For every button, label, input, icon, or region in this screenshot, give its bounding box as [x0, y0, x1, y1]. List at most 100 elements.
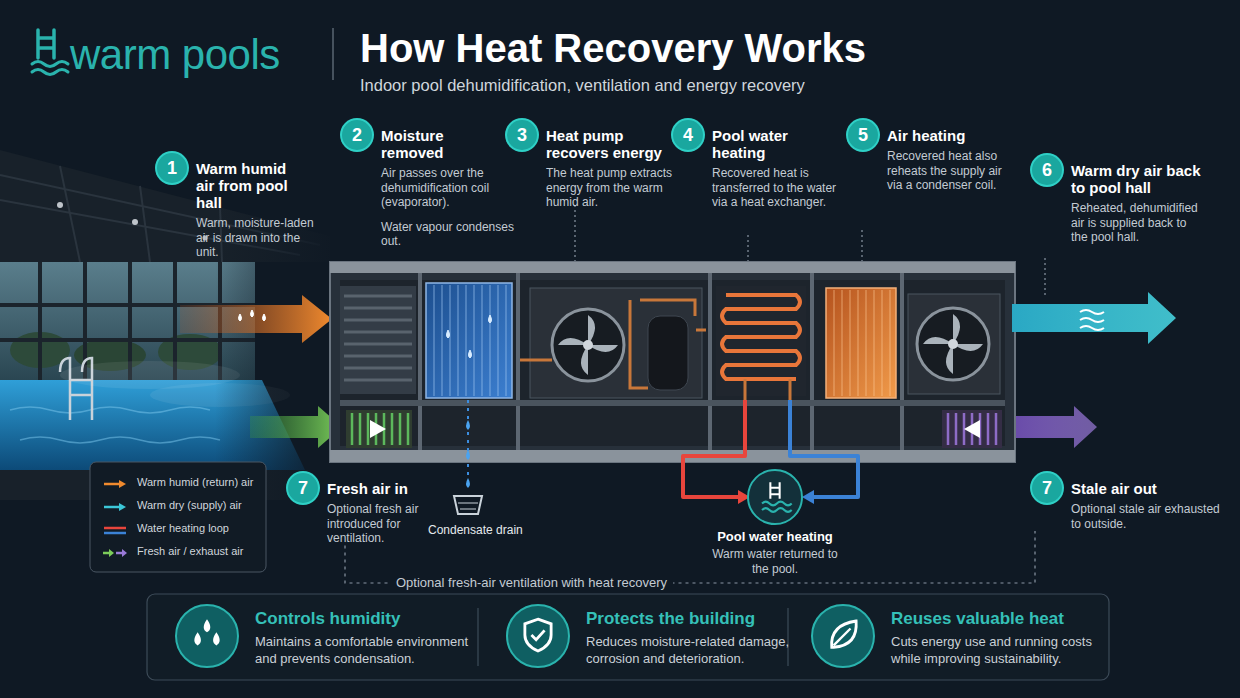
dehumidifier-unit: [340, 400, 1005, 406]
legend-line: [119, 480, 126, 488]
condensate-drip: [454, 496, 482, 514]
callout-number-text: 1: [157, 153, 187, 183]
condensate-drip: [467, 400, 469, 488]
evaporator-coil: [426, 283, 512, 398]
exhaust-grille: [948, 413, 996, 445]
title: How Heat Recovery Works: [360, 24, 866, 72]
legend-line: [104, 527, 126, 530]
callout-number-text: 6: [1032, 155, 1062, 185]
dehumidifier-unit: [330, 262, 1015, 273]
callout-number: 2: [342, 120, 372, 150]
legend-sample: [102, 476, 128, 488]
legend-text: Warm dry (supply) air: [137, 497, 242, 513]
pool-icon: [762, 502, 792, 512]
exhaust-air-arrow: [1016, 406, 1097, 448]
benefit-icon: [506, 604, 570, 668]
supply-fan: [908, 294, 1000, 394]
pool-heading: Pool water heating: [700, 529, 850, 545]
dehumidifier-unit: [330, 450, 1015, 462]
callout-body: Recovered heat is transferred to the wat…: [712, 166, 842, 210]
fresh-air-arrow: [250, 406, 342, 448]
heat-pump: [558, 315, 618, 375]
callout-number: 7: [288, 473, 318, 503]
heat-pump: [552, 309, 624, 381]
water-loop: [683, 400, 745, 497]
pool-circle: [747, 469, 803, 525]
subtitle: Indoor pool dehumidification, ventilatio…: [360, 74, 805, 96]
exhaust-grille: [942, 410, 1002, 448]
callout-heading: Stale air out: [1071, 480, 1211, 497]
callout: 7Stale air outOptional stale air exhaust…: [1032, 480, 1221, 531]
callout-number-text: 2: [342, 120, 372, 150]
dehumidifier-unit: [330, 262, 1015, 462]
legend-sample: [102, 522, 128, 534]
legend-text: Water heating loop: [137, 520, 229, 536]
evaporator-coil: [426, 283, 512, 398]
callout-heading: Heat pump recovers energy: [546, 127, 671, 161]
callout-number: 1: [157, 153, 187, 183]
benefit-item: Protects the buildingReduces moisture-re…: [506, 604, 801, 667]
benefit-heading: Reuses valuable heat: [891, 608, 1109, 630]
title-divider: [332, 28, 334, 80]
legend-line: [104, 506, 120, 509]
leader-lines: [1044, 258, 1045, 296]
legend-line: [122, 549, 127, 557]
fresh-air-grille: [346, 410, 412, 448]
callout-number-text: 5: [848, 120, 878, 150]
return-air-arrow: [180, 295, 332, 343]
supply-fan: [917, 308, 989, 380]
callout-heading: Warm humid air from pool hall: [196, 160, 296, 211]
benefit-symbol: [834, 629, 851, 646]
fresh-air-grille: [370, 420, 386, 438]
legend-text: Fresh air / exhaust air: [137, 543, 243, 559]
pool-body: Warm water returned to the pool.: [708, 547, 843, 576]
benefit-icon: [175, 604, 239, 668]
heat-pump: [530, 288, 702, 398]
callout: 5Air heatingRecovered heat also reheats …: [848, 127, 1017, 193]
callout-number-text: 7: [288, 473, 318, 503]
dehumidifier-unit: [420, 273, 902, 450]
legend-text: Warm humid (return) air: [137, 474, 253, 490]
legend-line: [116, 552, 123, 555]
logo-icon: [32, 62, 68, 75]
condensate-drip: [458, 503, 478, 509]
condenser-coil: [826, 288, 896, 398]
pool-icon: [749, 471, 801, 523]
heat-pump: [520, 288, 706, 398]
condenser-coil: [826, 288, 896, 398]
benefit-heading: Protects the building: [586, 608, 801, 630]
return-air-inlet: [340, 286, 416, 394]
callout-body: Warm, moisture-laden air is drawn into t…: [196, 216, 321, 260]
benefit-symbol: [177, 606, 237, 666]
callout: 2Moisture removedAir passes over the deh…: [342, 127, 521, 249]
callout-number: 7: [1032, 473, 1062, 503]
callout: 3Heat pump recovers energyThe heat pump …: [507, 127, 686, 210]
pool-hall-scene: [10, 407, 220, 443]
pool-icon: [770, 482, 779, 499]
supply-air-symbol: [1080, 310, 1104, 330]
heat-exchanger: [722, 295, 800, 379]
pool-heating-node: Pool water heatingWarm water returned to…: [700, 469, 850, 576]
fresh-air-grille: [352, 413, 408, 445]
supply-fan: [908, 294, 1000, 394]
callout-body: Reheated, dehumidified air is supplied b…: [1071, 201, 1206, 245]
callout-body: Recovered heat also reheats the supply a…: [887, 149, 1017, 193]
benefit-symbol: [525, 619, 551, 651]
return-air-inlet: [344, 296, 412, 380]
benefit-symbol: [508, 606, 568, 666]
heat-pump: [648, 316, 688, 390]
legend-line: [102, 501, 128, 513]
brand-name: warm pools: [70, 32, 280, 78]
legend-line: [102, 478, 128, 490]
exhaust-grille: [964, 420, 980, 438]
condensate-drip: [466, 420, 470, 488]
legend-line: [102, 547, 128, 559]
benefit-symbol: [813, 606, 873, 666]
benefit-item: Reuses valuable heatCuts energy use and …: [811, 604, 1109, 667]
logo-icon: [38, 30, 54, 58]
benefit-body: Reduces moisture-related damage, corrosi…: [586, 633, 801, 667]
pool-hall-scene: [57, 202, 63, 208]
supply-air-arrow: [1012, 292, 1176, 344]
